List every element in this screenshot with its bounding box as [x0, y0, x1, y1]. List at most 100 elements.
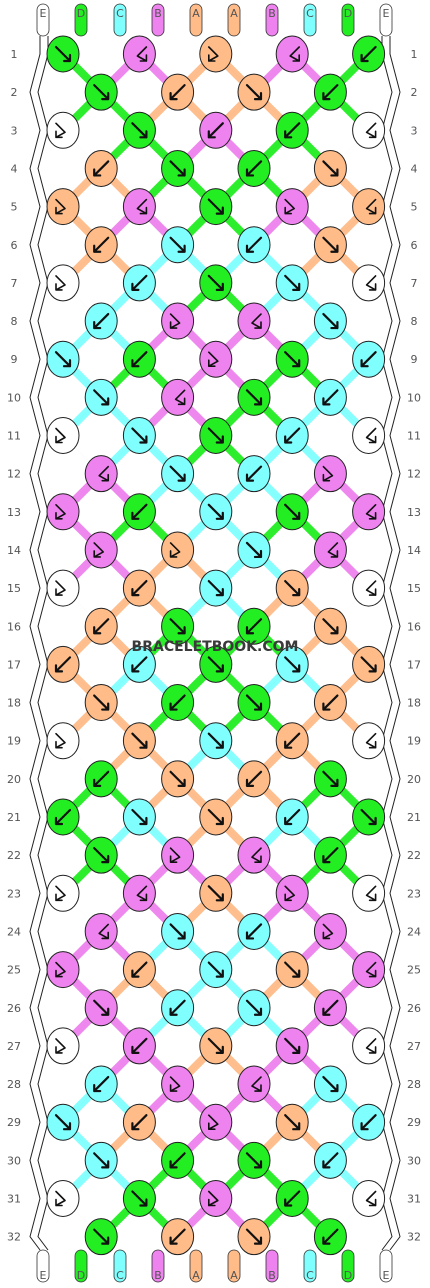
knot-direction-arrow-icon [93, 770, 110, 787]
knot [122, 645, 156, 683]
row-number-right: 28 [407, 1078, 421, 1091]
knot [313, 1141, 347, 1179]
knot [84, 455, 118, 493]
knot-direction-arrow-icon [365, 580, 377, 596]
row-number-right: 27 [407, 1040, 421, 1053]
knot-direction-arrow-icon [360, 351, 377, 368]
knot-direction-arrow-icon [208, 351, 219, 367]
knot [352, 1103, 386, 1141]
knot [46, 874, 80, 912]
row-number-left: 9 [11, 353, 18, 366]
knot [199, 798, 233, 836]
row-number-left: 5 [11, 201, 18, 214]
knot [237, 607, 271, 645]
knot-direction-arrow-icon [131, 656, 148, 673]
knot-direction-arrow-icon [169, 1152, 186, 1169]
knot [199, 35, 233, 73]
knot-direction-arrow-icon [207, 503, 224, 520]
knot-direction-arrow-icon [365, 198, 377, 215]
knot [275, 1180, 309, 1217]
knot [46, 111, 80, 149]
knot-direction-arrow-icon [93, 694, 110, 711]
knot [46, 722, 80, 760]
knot [275, 35, 309, 73]
string-end-top [379, 3, 393, 37]
knot-direction-arrow-icon [131, 732, 148, 749]
knot [199, 1180, 233, 1217]
knot-direction-arrow-icon [169, 694, 186, 711]
knot-direction-arrow-icon [251, 313, 262, 329]
knot [46, 1027, 80, 1065]
knot-direction-arrow-icon [131, 580, 148, 597]
knot [352, 417, 386, 454]
knot-direction-arrow-icon [365, 1038, 377, 1054]
row-number-left: 10 [7, 391, 21, 404]
knot-direction-arrow-icon [284, 1037, 301, 1054]
row-number-left: 15 [7, 582, 21, 595]
knot [237, 455, 271, 493]
knot-direction-arrow-icon [55, 732, 66, 749]
knot [313, 836, 347, 874]
knot-direction-arrow-icon [131, 1114, 148, 1131]
string-end-top [113, 3, 127, 37]
knot [122, 493, 156, 531]
knot [84, 1218, 118, 1256]
knot-direction-arrow-icon [207, 732, 224, 749]
knot [122, 874, 156, 912]
knot-direction-arrow-icon [208, 1114, 219, 1130]
knot [352, 111, 386, 149]
string-end-bottom [265, 1249, 279, 1283]
knot [161, 378, 195, 416]
row-number-right: 18 [407, 697, 421, 710]
knot [122, 951, 156, 989]
knot-direction-arrow-icon [169, 1228, 186, 1245]
edge-thread-left [29, 36, 41, 1251]
row-number-right: 30 [407, 1154, 421, 1167]
row-number-right: 10 [407, 391, 421, 404]
knot-direction-arrow-icon [245, 465, 263, 482]
knot-direction-arrow-icon [207, 122, 224, 139]
string-label-bottom: D [344, 1269, 352, 1282]
knot [46, 1103, 80, 1141]
knot [275, 874, 309, 912]
knot [84, 226, 118, 264]
row-number-right: 14 [407, 544, 421, 557]
knot-direction-arrow-icon [322, 923, 334, 940]
knot [46, 340, 80, 378]
knot [199, 722, 233, 760]
knot-direction-arrow-icon [365, 1190, 377, 1207]
knot-direction-arrow-icon [131, 808, 148, 826]
row-number-right: 2 [411, 86, 418, 99]
knot-direction-arrow-icon [322, 618, 339, 635]
knot [46, 493, 80, 531]
knot-direction-arrow-icon [365, 275, 377, 291]
knot [161, 989, 195, 1027]
knot [313, 912, 347, 950]
knot-direction-arrow-icon [322, 312, 339, 330]
knot [275, 569, 309, 607]
knot-direction-arrow-icon [207, 580, 224, 597]
knot-direction-arrow-icon [207, 274, 224, 291]
knot [237, 989, 271, 1027]
row-number-left: 20 [7, 773, 21, 786]
knot-direction-arrow-icon [245, 618, 263, 635]
knot [161, 684, 195, 722]
knot [122, 1103, 156, 1141]
row-number-right: 23 [407, 887, 421, 900]
knot [352, 569, 386, 607]
knot [122, 417, 156, 454]
string-end-bottom [303, 1249, 317, 1283]
knot [122, 569, 156, 607]
row-number-left: 18 [7, 697, 21, 710]
knot [161, 226, 195, 264]
row-number-right: 16 [407, 620, 421, 633]
row-number-left: 2 [11, 86, 18, 99]
knot-direction-arrow-icon [54, 808, 72, 826]
knot-direction-arrow-icon [245, 923, 263, 940]
knot [237, 912, 271, 950]
string-end-top [151, 3, 165, 37]
knot-direction-arrow-icon [169, 160, 186, 177]
row-number-right: 26 [407, 1002, 421, 1015]
knot-direction-arrow-icon [169, 236, 186, 253]
knot-direction-arrow-icon [55, 961, 66, 978]
